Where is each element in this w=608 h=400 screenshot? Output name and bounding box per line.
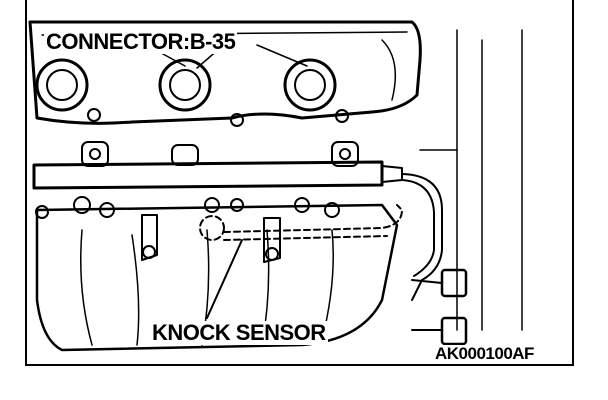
- connector-block-lower: [440, 316, 468, 346]
- connector-label: CONNECTOR:B-35: [44, 29, 238, 54]
- manifold-bolts: [35, 196, 340, 219]
- injector-bosses: [81, 141, 359, 167]
- valve-cover: [28, 20, 422, 125]
- knock-sensor-label: KNOCK SENSOR: [150, 320, 328, 345]
- engine-illustration: [28, 20, 523, 352]
- fuel-line: [401, 173, 443, 301]
- knock-sensor-leader: [206, 239, 243, 319]
- spark-plug-wells: [35, 58, 337, 112]
- illustration-frame: [25, 0, 574, 366]
- fuel-rail: [32, 160, 384, 190]
- knock-sensor: [199, 204, 403, 241]
- figure-code-label: AK000100AF: [433, 344, 536, 363]
- connector-block-upper: [440, 268, 468, 298]
